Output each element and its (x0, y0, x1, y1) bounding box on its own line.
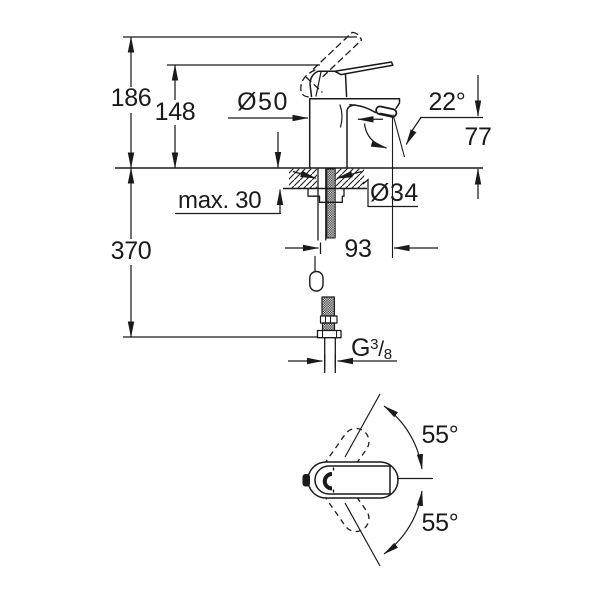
faucet-side-view (300, 31, 401, 374)
dimension-lines-side (123, 36, 483, 368)
dim-hose-drop-label: 370 (110, 237, 152, 265)
dim-handle-height-label: 148 (154, 98, 196, 126)
dim-thread-size-label: G3/8 (351, 334, 392, 363)
dim-swing-lower-label: 55° (421, 509, 459, 537)
faucet-top-view (302, 427, 399, 533)
dimension-lines-top-view (344, 393, 433, 567)
dim-body-diameter-label: Ø50 (237, 88, 289, 116)
mounting-deck (115, 167, 483, 190)
dim-hole-diameter-label: Ø34 (370, 179, 419, 207)
dim-spout-reach-label: 93 (344, 235, 372, 263)
dim-deck-thickness-label: max. 30 (178, 187, 262, 214)
dim-outlet-height-label: 77 (464, 123, 492, 151)
dim-swing-upper-label: 55° (421, 421, 459, 449)
dim-stream-angle-label: 22° (428, 88, 466, 116)
dim-total-height-label: 186 (110, 84, 152, 112)
